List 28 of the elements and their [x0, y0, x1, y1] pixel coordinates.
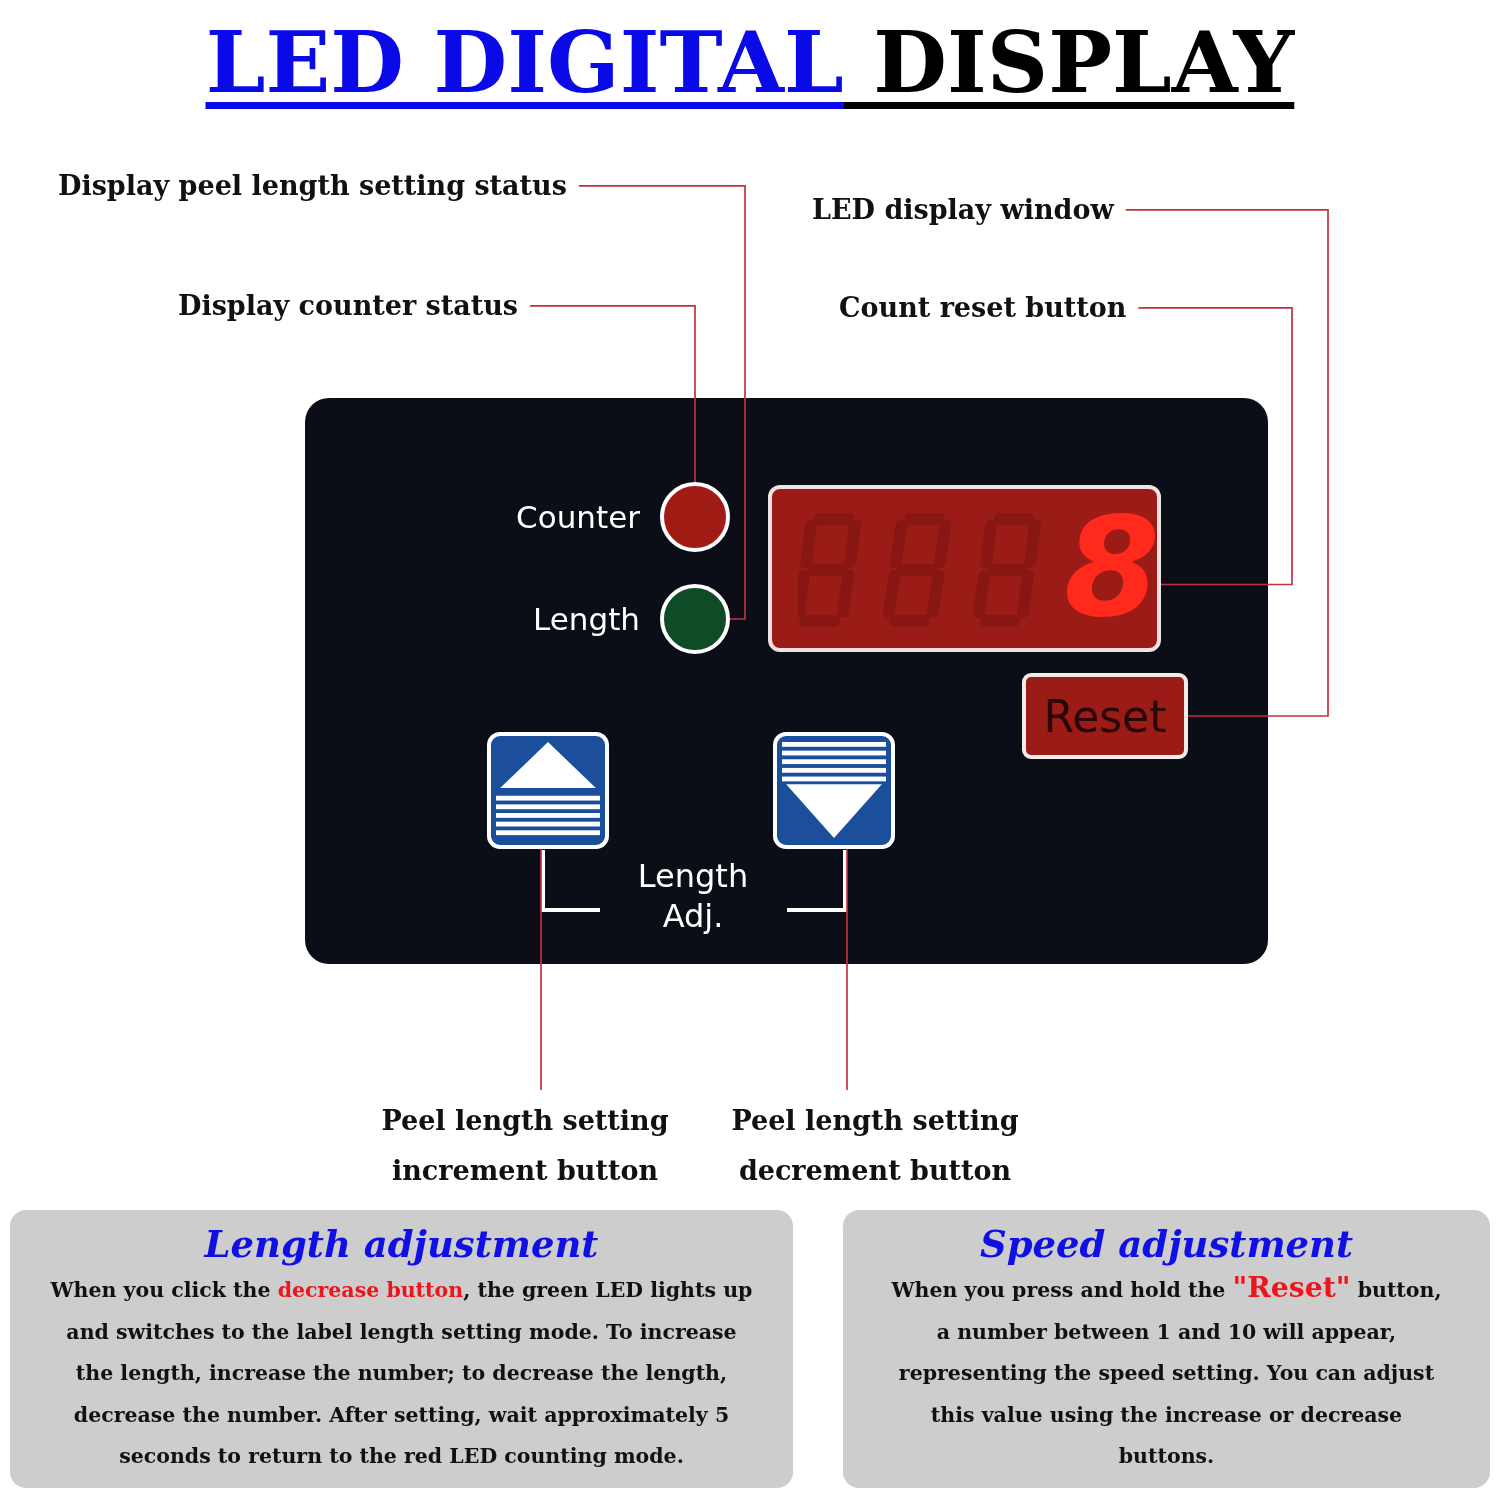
card-heading: Length adjustment — [204, 1221, 599, 1268]
card-text: When you click the decrease button, the green LED lights up and switches to the label length setting mode. To increase the length, increase the number; to decrease the length, decrease the number. After setting, wait approximately 5 seconds to return to the red LED counting mode. — [49, 1277, 754, 1471]
info-card — [843, 1210, 1490, 1488]
leader-line — [1137, 307, 1293, 586]
reset-button: Reset — [1022, 673, 1188, 759]
callout-label: Peel length setting increment button — [355, 1096, 695, 1196]
card-heading: Speed adjustment — [979, 1221, 1354, 1268]
leader-line — [1124, 209, 1329, 717]
callout-label: LED display window — [812, 193, 1114, 227]
callout-label: Count reset button — [839, 291, 1127, 325]
control-panel — [305, 398, 1268, 964]
leader-line — [529, 305, 696, 483]
arrow-button — [487, 732, 609, 849]
indicator-label: Counter — [516, 499, 640, 535]
display-digit: 8 — [1064, 499, 1161, 637]
info-card — [10, 1210, 793, 1488]
led-display — [768, 485, 1161, 652]
title: LED DIGITAL DISPLAY — [205, 14, 1295, 112]
callout-label: Display peel length setting status — [58, 169, 567, 203]
callout-label: Peel length setting decrement button — [705, 1096, 1045, 1196]
leader-line — [540, 848, 542, 1091]
callout-label: Display counter status — [178, 289, 519, 323]
indicator-label: Length — [533, 601, 640, 637]
leader-line — [578, 185, 746, 620]
arrow-button — [773, 732, 895, 849]
leader-line — [846, 848, 848, 1091]
card-text: When you press and hold the "Reset" button, a number between 1 and 10 will appear, representing the speed setting. You can adjust this value using the increase or decrease buttons. — [890, 1270, 1443, 1471]
panel-label: Length Adj. — [636, 856, 750, 936]
